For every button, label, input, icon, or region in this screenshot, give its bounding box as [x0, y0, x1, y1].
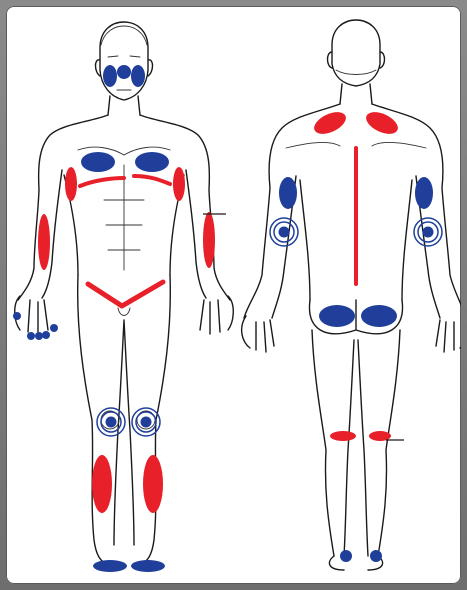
front-neck: [108, 96, 140, 115]
body-chart: [6, 6, 461, 584]
red-marker-shoulder-left: [311, 108, 349, 139]
red-marker-shin-right: [143, 455, 163, 513]
red-marker-shin-left: [92, 455, 112, 513]
back-waist-right: [402, 180, 412, 300]
blue-marker-finger-5: [50, 324, 58, 332]
blue-marker-heel-right: [370, 550, 382, 562]
red-marker-forearm-left: [38, 214, 50, 270]
red-marker-forearm-right: [203, 212, 215, 268]
diagram-panel: [6, 6, 461, 584]
red-marker-side-right: [173, 167, 185, 201]
blue-marker-finger-2: [27, 332, 35, 340]
blue-marker-upper-arm-right: [415, 177, 433, 209]
back-hairline: [336, 70, 376, 75]
red-marker-side-left: [65, 167, 77, 201]
back-body-figure: [242, 20, 461, 570]
front-abs: [104, 165, 144, 270]
blue-marker-finger-4: [42, 331, 50, 339]
blue-target-knee-right: [132, 408, 160, 436]
red-line-groin: [88, 282, 163, 306]
blue-target-knee-left: [97, 408, 125, 436]
front-brows: [108, 56, 140, 57]
back-neck: [340, 84, 372, 104]
red-line-chest-right: [134, 176, 170, 184]
blue-marker-upper-arm-left: [279, 177, 297, 209]
blue-marker-buttock-left: [319, 305, 355, 327]
blue-marker-foot-right: [131, 560, 165, 572]
back-head-outline: [332, 20, 380, 86]
blue-marker-cheek-right: [131, 65, 145, 87]
blue-target-elbow-left: [270, 218, 298, 246]
back-legs-outline: [312, 330, 400, 556]
blue-marker-finger-1: [13, 312, 21, 320]
front-head-outline: [100, 22, 148, 100]
blue-marker-buttock-right: [361, 305, 397, 327]
blue-marker-chest-left: [81, 152, 115, 172]
red-marker-shoulder-right: [363, 108, 401, 139]
back-torso-outline: [244, 104, 461, 318]
front-hair: [101, 26, 147, 45]
back-hand-right: [436, 316, 461, 352]
blue-marker-chest-right: [135, 152, 169, 172]
front-groin: [118, 308, 130, 316]
blue-target-elbow-right: [414, 218, 442, 246]
front-inner-arm-right: [186, 170, 206, 298]
front-hand-right: [200, 296, 233, 334]
back-waist-left: [300, 180, 310, 300]
blue-marker-finger-3: [35, 332, 43, 340]
blue-marker-nose: [117, 65, 131, 79]
red-marker-calf-left: [330, 431, 356, 441]
blue-marker-foot-left: [93, 560, 127, 572]
front-body-figure: [15, 22, 234, 566]
red-line-chest-left: [80, 178, 124, 186]
blue-marker-cheek-left: [103, 65, 117, 87]
back-hand-left: [242, 316, 274, 352]
blue-marker-heel-left: [340, 550, 352, 562]
